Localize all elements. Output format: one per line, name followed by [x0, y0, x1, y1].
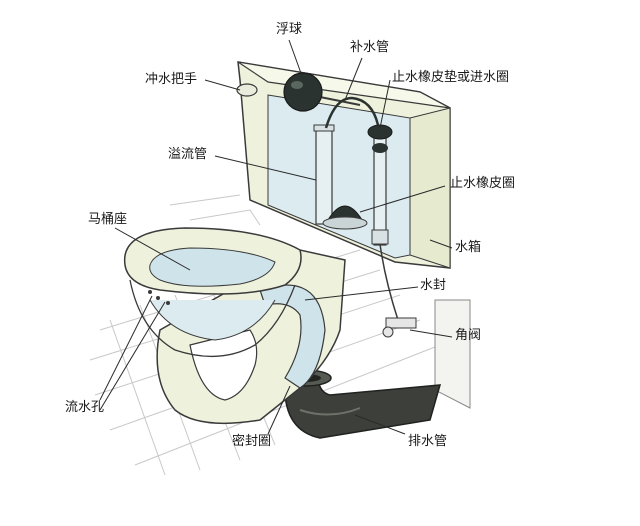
- label-overflow-tube: 溢流管: [168, 147, 208, 162]
- flapper-shape: [322, 205, 368, 230]
- label-wax-ring: 密封圈: [232, 434, 272, 449]
- tank-shape: [237, 61, 451, 269]
- label-flush-handle: 冲水把手: [145, 72, 198, 87]
- label-rim-holes: 流水孔: [65, 400, 105, 415]
- label-tank: 水箱: [455, 240, 482, 255]
- label-refill-tube: 补水管: [350, 40, 390, 55]
- overflow-tube-shape: [313, 124, 335, 225]
- label-inlet-seal: 止水橡皮垫或进水圈: [392, 70, 510, 85]
- float-ball-shape: [283, 72, 361, 112]
- label-toilet-seat: 马桶座: [88, 212, 128, 227]
- label-water-seal: 水封: [420, 278, 447, 293]
- label-flapper: 止水橡皮圈: [450, 176, 516, 191]
- handle-shape: [236, 83, 258, 97]
- fill-valve-shape: [367, 124, 393, 246]
- label-drain-pipe: 排水管: [408, 434, 448, 449]
- wall-stub: [434, 299, 471, 409]
- supply-line-shape: [379, 243, 417, 338]
- leader-lines: [99, 39, 453, 435]
- rim-hole-marks: [148, 290, 170, 305]
- refill-tube-shape: [324, 96, 380, 129]
- label-angle-valve: 角阀: [455, 328, 482, 343]
- label-float-ball: 浮球: [276, 22, 303, 37]
